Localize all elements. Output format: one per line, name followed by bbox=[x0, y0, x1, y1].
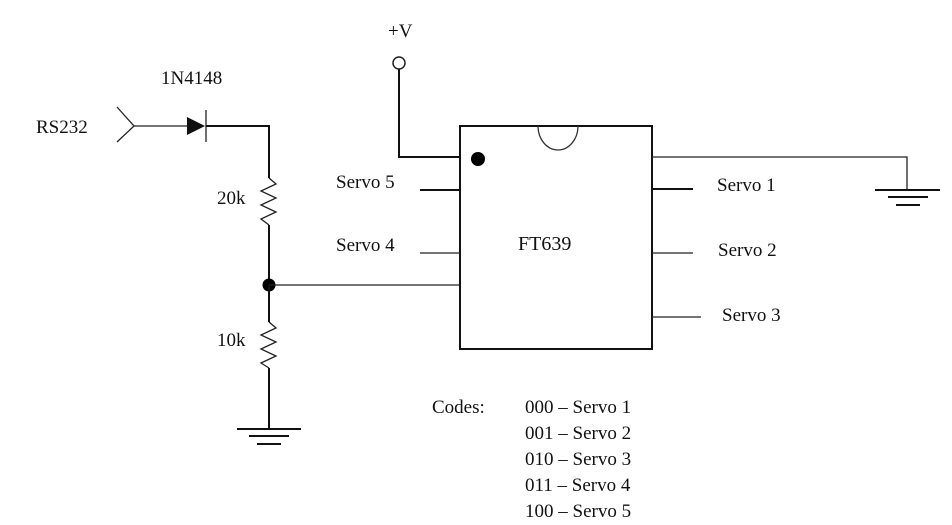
ground-icon-right bbox=[875, 189, 940, 206]
code-entry: 100 – Servo 5 bbox=[525, 501, 631, 522]
pin-label-servo3: Servo 3 bbox=[722, 305, 781, 326]
diode-icon bbox=[187, 117, 205, 135]
resistor-20k-icon bbox=[259, 177, 278, 226]
resistor-10k-icon bbox=[259, 321, 278, 369]
diode-label: 1N4148 bbox=[161, 68, 222, 89]
input-connector-icon bbox=[116, 106, 135, 143]
ground-wire-right bbox=[652, 156, 908, 189]
pin-label-servo1: Servo 1 bbox=[717, 175, 776, 196]
pin-label-servo5: Servo 5 bbox=[336, 172, 395, 193]
supply-terminal-icon bbox=[392, 56, 406, 70]
pin-label-servo2: Servo 2 bbox=[718, 240, 777, 261]
code-entry: 001 – Servo 2 bbox=[525, 423, 631, 444]
pin-label-servo4: Servo 4 bbox=[336, 235, 395, 256]
input-label: RS232 bbox=[36, 117, 88, 138]
code-entry: 000 – Servo 1 bbox=[525, 397, 631, 418]
ic-notch-icon bbox=[537, 125, 579, 151]
pin1-marker-icon bbox=[471, 152, 485, 166]
codes-title: Codes: bbox=[432, 397, 485, 418]
supply-wire bbox=[398, 69, 460, 158]
resistor-bottom-label: 10k bbox=[217, 330, 246, 351]
code-entry: 011 – Servo 4 bbox=[525, 475, 631, 496]
supply-label: +V bbox=[388, 21, 413, 42]
resistor-top-label: 20k bbox=[217, 188, 246, 209]
ground-icon-left bbox=[237, 428, 301, 445]
ic-label: FT639 bbox=[518, 233, 571, 255]
diode-output-wire bbox=[206, 125, 270, 178]
code-entry: 010 – Servo 3 bbox=[525, 449, 631, 470]
ic-body bbox=[459, 125, 653, 350]
